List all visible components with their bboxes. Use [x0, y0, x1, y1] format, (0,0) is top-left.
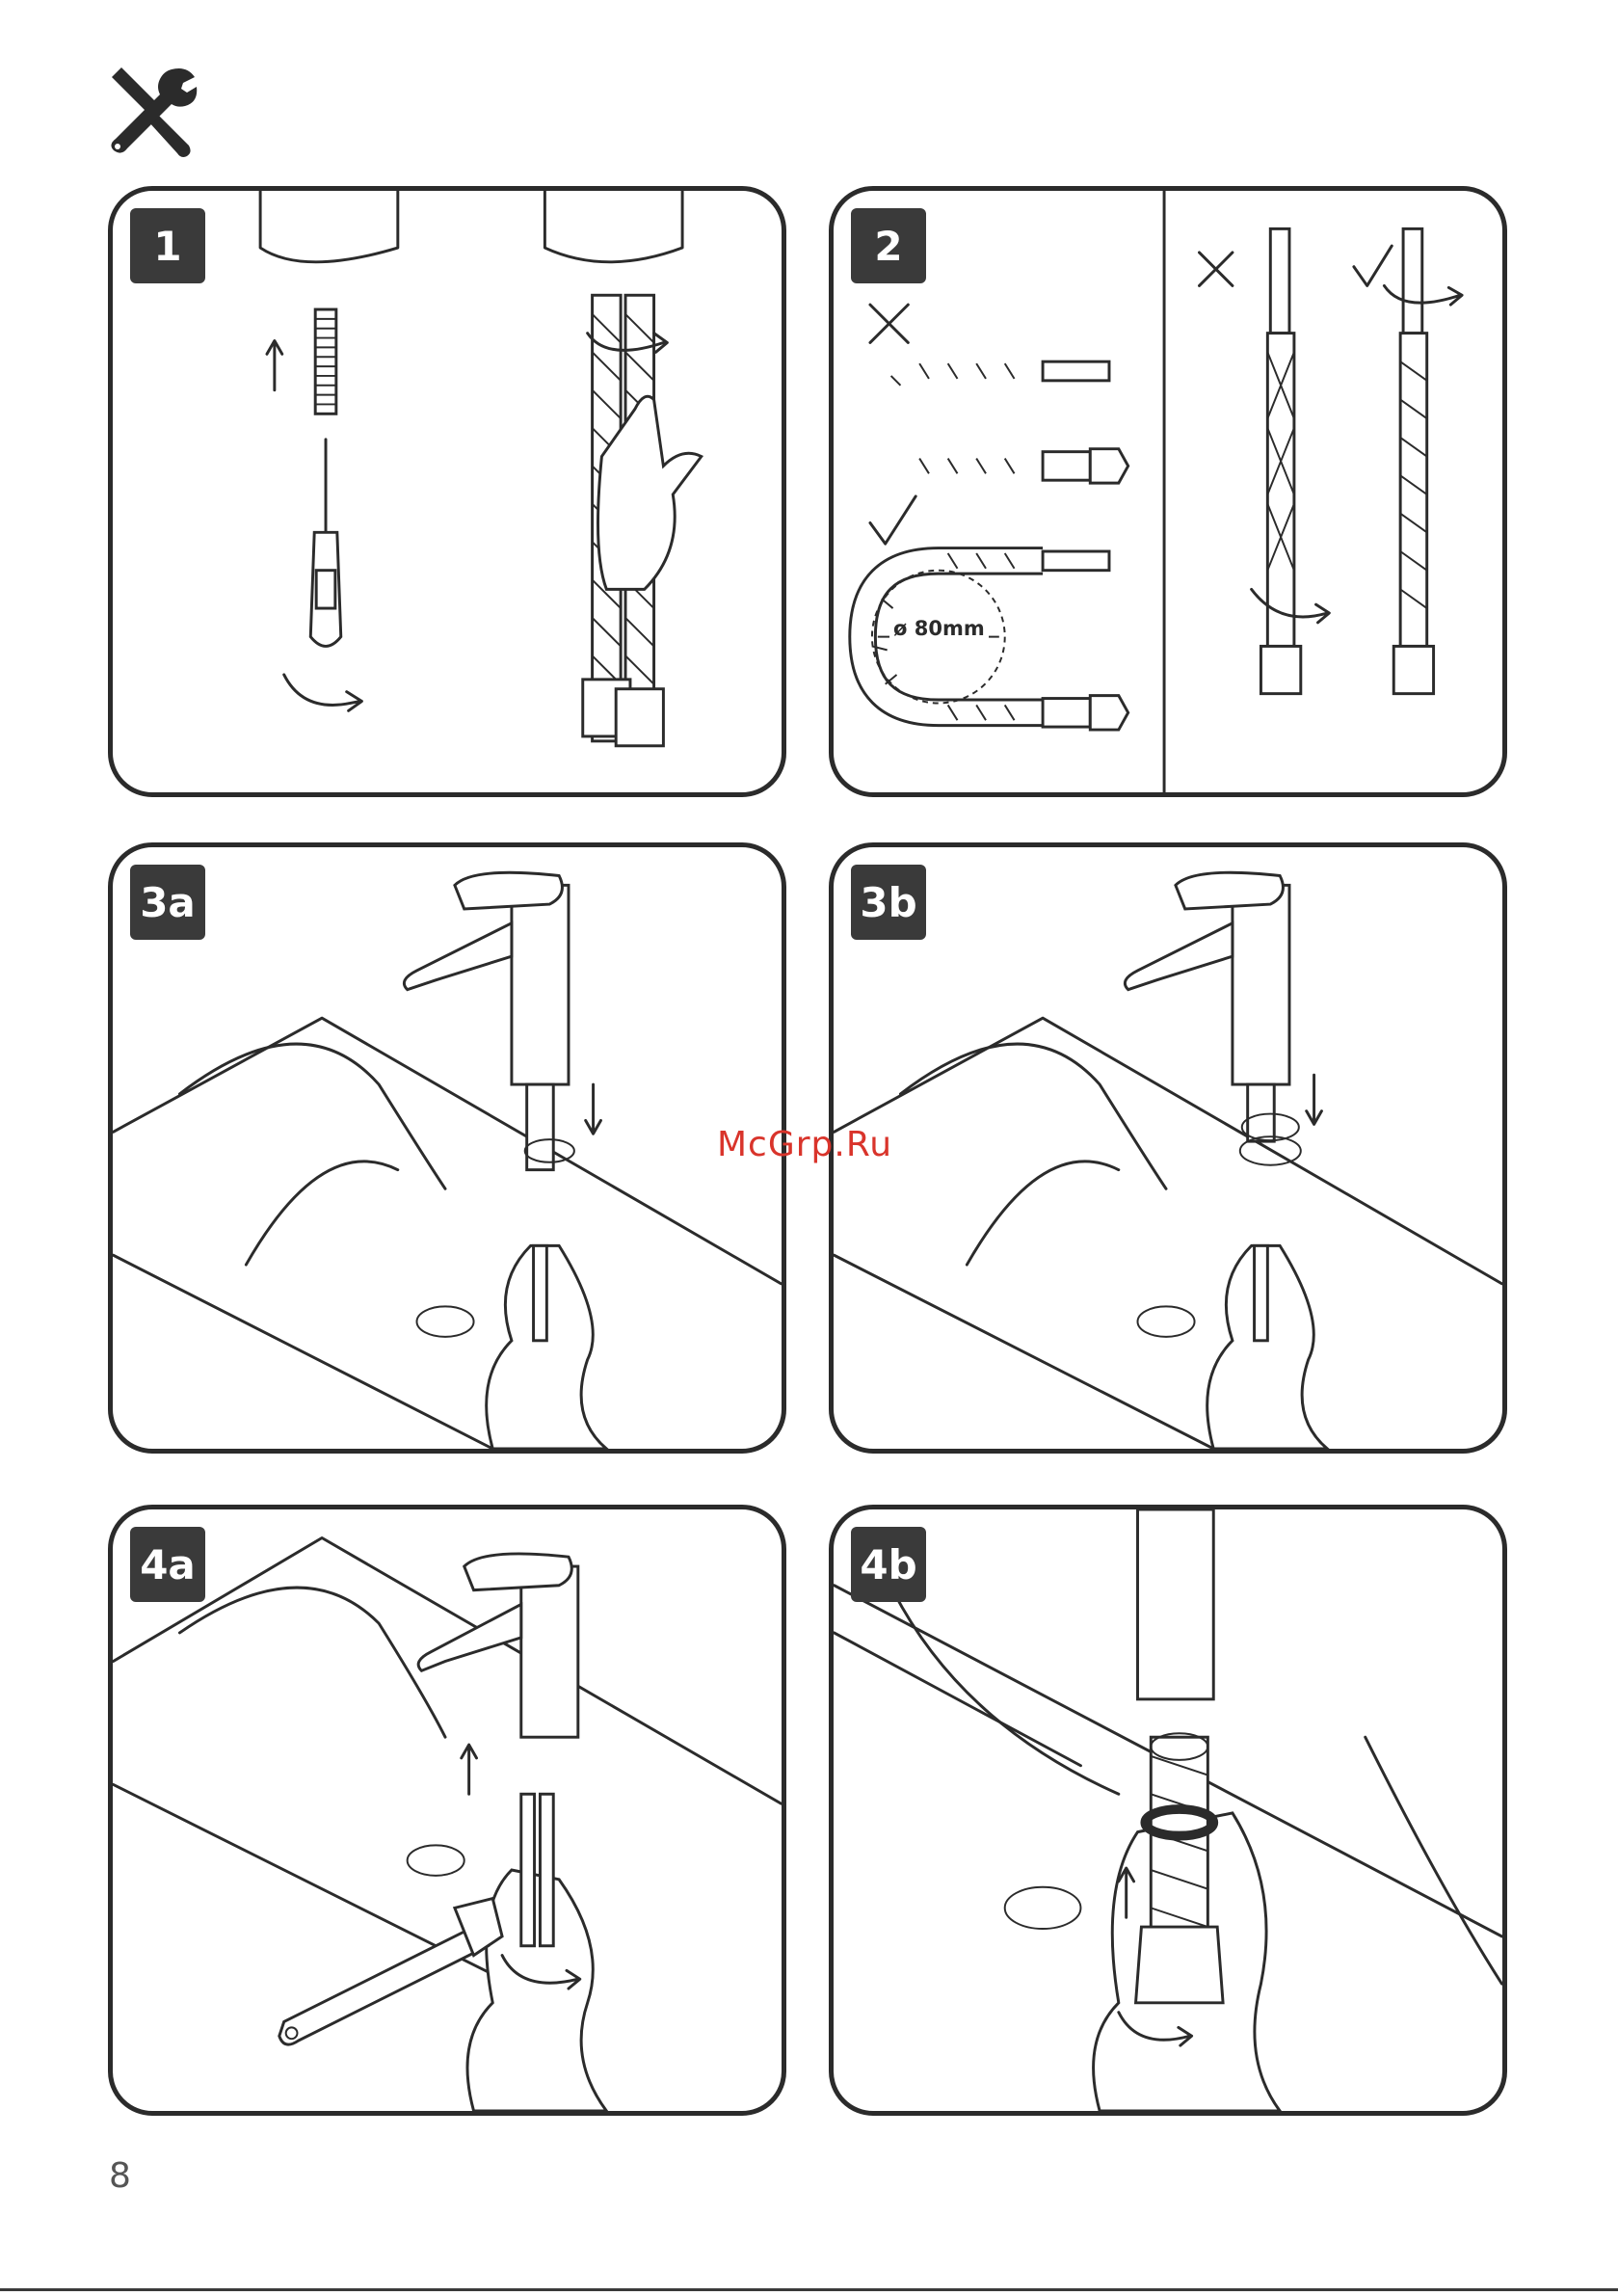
footer-divider [0, 2288, 1618, 2291]
drain-icon [417, 1306, 474, 1336]
wrench-screwdriver-icon [104, 64, 200, 160]
screwdriver-icon [310, 440, 340, 647]
down-arrow-icon [1307, 1075, 1322, 1124]
nut-icon [1136, 1927, 1224, 2003]
page-number: 8 [109, 2156, 131, 2196]
wrench-icon [279, 1927, 489, 2044]
faucet-icon [404, 872, 569, 1084]
step-badge: 4a [130, 1527, 205, 1602]
step-4b-illustration [834, 1509, 1502, 2111]
step-4a-panel: 4a [108, 1505, 786, 2116]
down-arrow-icon [586, 1084, 601, 1134]
twisted-hose-icon [1252, 228, 1330, 693]
step-badge: 3a [130, 865, 205, 940]
step-3a-illustration [113, 847, 782, 1449]
faucet-icon [1138, 1509, 1214, 1699]
step-badge: 3b [851, 865, 926, 940]
hose-kinked-icon [872, 361, 1128, 483]
straight-hose-icon [1384, 228, 1462, 693]
rotate-arrow-icon [284, 675, 362, 710]
step-badge: 1 [130, 208, 205, 283]
step-badge: 4b [851, 1527, 926, 1602]
hose-correct-bend-icon [862, 551, 1128, 730]
step-1-illustration [113, 191, 782, 792]
step-4a-illustration [113, 1509, 782, 2111]
up-arrow-icon [462, 1745, 477, 1794]
diameter-label: ø 80mm [889, 617, 989, 640]
wrong-mark-icon [870, 305, 908, 342]
faucet-icon [418, 1554, 578, 1737]
screw-icon [315, 309, 336, 414]
step-3b-panel: 3b [829, 842, 1507, 1454]
step-2-illustration [834, 191, 1502, 792]
drain-icon [1138, 1306, 1195, 1336]
step-2-panel: 2 [829, 186, 1507, 797]
step-4b-panel: 4b [829, 1505, 1507, 2116]
up-arrow-icon [267, 341, 282, 390]
step-3a-panel: 3a [108, 842, 786, 1454]
faucet-icon [1125, 872, 1289, 1084]
step-badge: 2 [851, 208, 926, 283]
watermark: McGrp.Ru [717, 1125, 892, 1164]
correct-mark-icon [870, 496, 915, 544]
step-3b-illustration [834, 847, 1502, 1449]
step-1-panel: 1 [108, 186, 786, 797]
